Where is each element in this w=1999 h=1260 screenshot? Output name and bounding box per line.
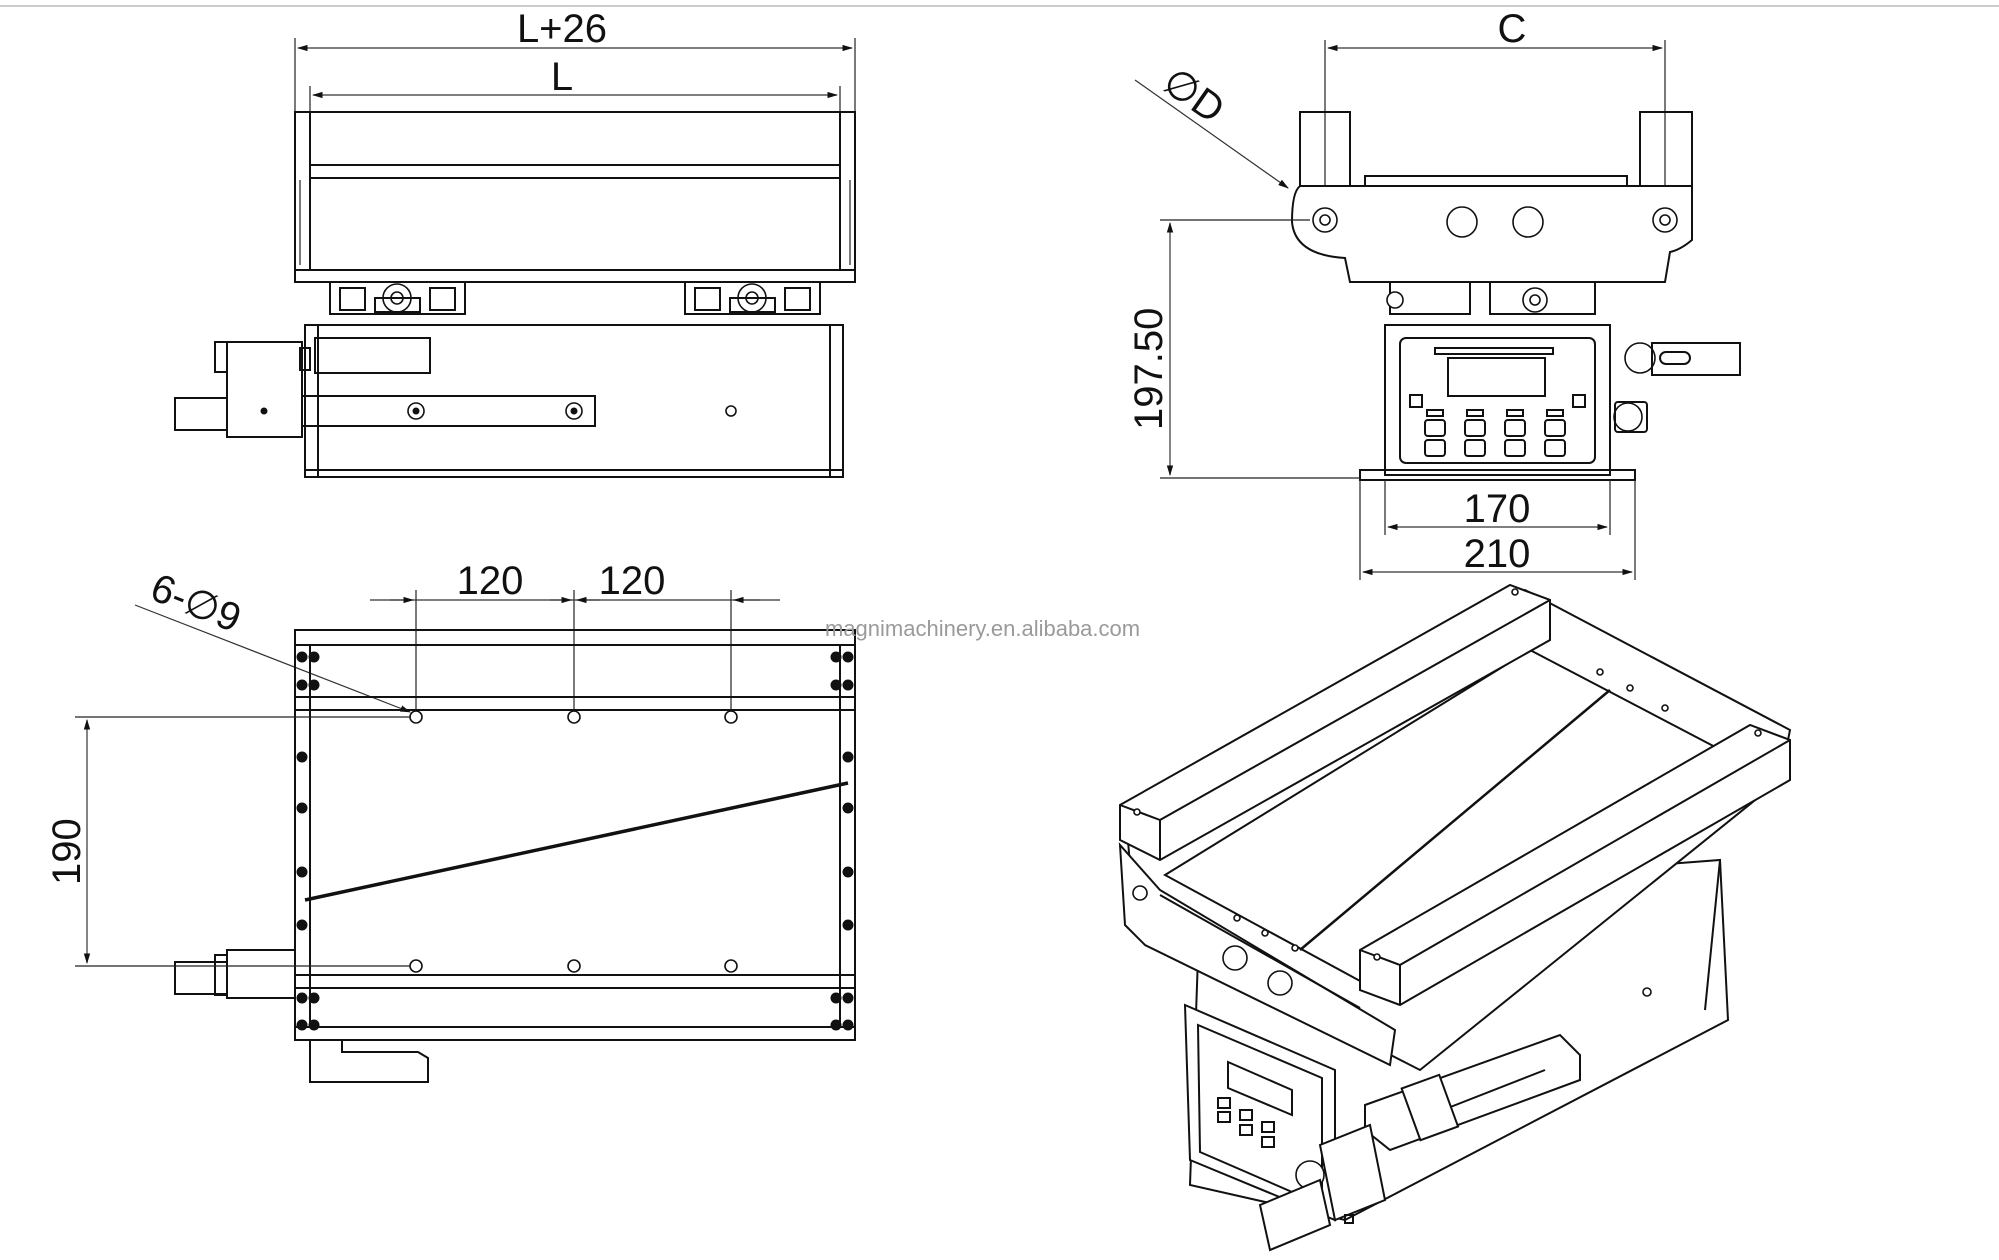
mounting-hole bbox=[409, 959, 423, 973]
leader-mounting-holes bbox=[134, 604, 412, 713]
mounting-hole bbox=[409, 710, 423, 724]
front-view: L+26 L bbox=[174, 7, 856, 478]
belt-seam bbox=[304, 781, 849, 902]
dim-label-base-outer: 210 bbox=[1464, 532, 1531, 576]
top-view-frame bbox=[294, 629, 856, 1041]
watermark: magnimachinery.en.alibaba.com bbox=[825, 616, 1140, 641]
top-view-bottom-tab bbox=[309, 1040, 429, 1083]
front-base-housing bbox=[304, 324, 844, 478]
side-view: C ∅D bbox=[1127, 7, 1741, 580]
front-bracket-right bbox=[684, 281, 821, 315]
dim-label-pitch-right: 120 bbox=[599, 559, 666, 603]
dim-label-pitch-left: 120 bbox=[457, 559, 524, 603]
iso-belt-seam bbox=[1299, 689, 1611, 951]
dim-label-base-inner: 170 bbox=[1464, 487, 1531, 531]
side-base-plate bbox=[1359, 469, 1636, 481]
dim-label-l-plus-26: L+26 bbox=[517, 7, 607, 51]
front-bracket-left bbox=[329, 281, 466, 315]
side-frame-body bbox=[1290, 185, 1693, 283]
dim-label-diameter-d: ∅D bbox=[1155, 59, 1232, 132]
front-side-knob bbox=[214, 341, 228, 373]
dim-label-l: L bbox=[551, 55, 573, 99]
mounting-hole bbox=[567, 959, 581, 973]
dim-label-row-spacing: 190 bbox=[45, 818, 89, 885]
iso-roller-frame-left bbox=[1119, 583, 1551, 862]
controller-housing bbox=[1384, 324, 1611, 476]
controller-display bbox=[1447, 357, 1546, 397]
iso-side-plate bbox=[1118, 842, 1397, 1067]
top-view: 120 120 6-∅9 bbox=[45, 559, 856, 1083]
mounting-hole bbox=[724, 959, 738, 973]
dim-label-mounting-holes: 6-∅9 bbox=[145, 566, 247, 642]
dim-label-height: 197.50 bbox=[1127, 308, 1171, 430]
dim-label-c: C bbox=[1498, 7, 1527, 51]
mounting-hole bbox=[567, 710, 581, 724]
controller-keys bbox=[1424, 409, 1566, 457]
front-belt-frame bbox=[294, 111, 856, 283]
frame-bolts bbox=[296, 651, 854, 1031]
isometric-view bbox=[1118, 583, 1792, 1252]
front-handle-bar bbox=[301, 395, 596, 427]
leader-diameter-d bbox=[1134, 79, 1289, 189]
mounting-hole bbox=[724, 710, 738, 724]
controller-panel bbox=[1399, 337, 1596, 464]
